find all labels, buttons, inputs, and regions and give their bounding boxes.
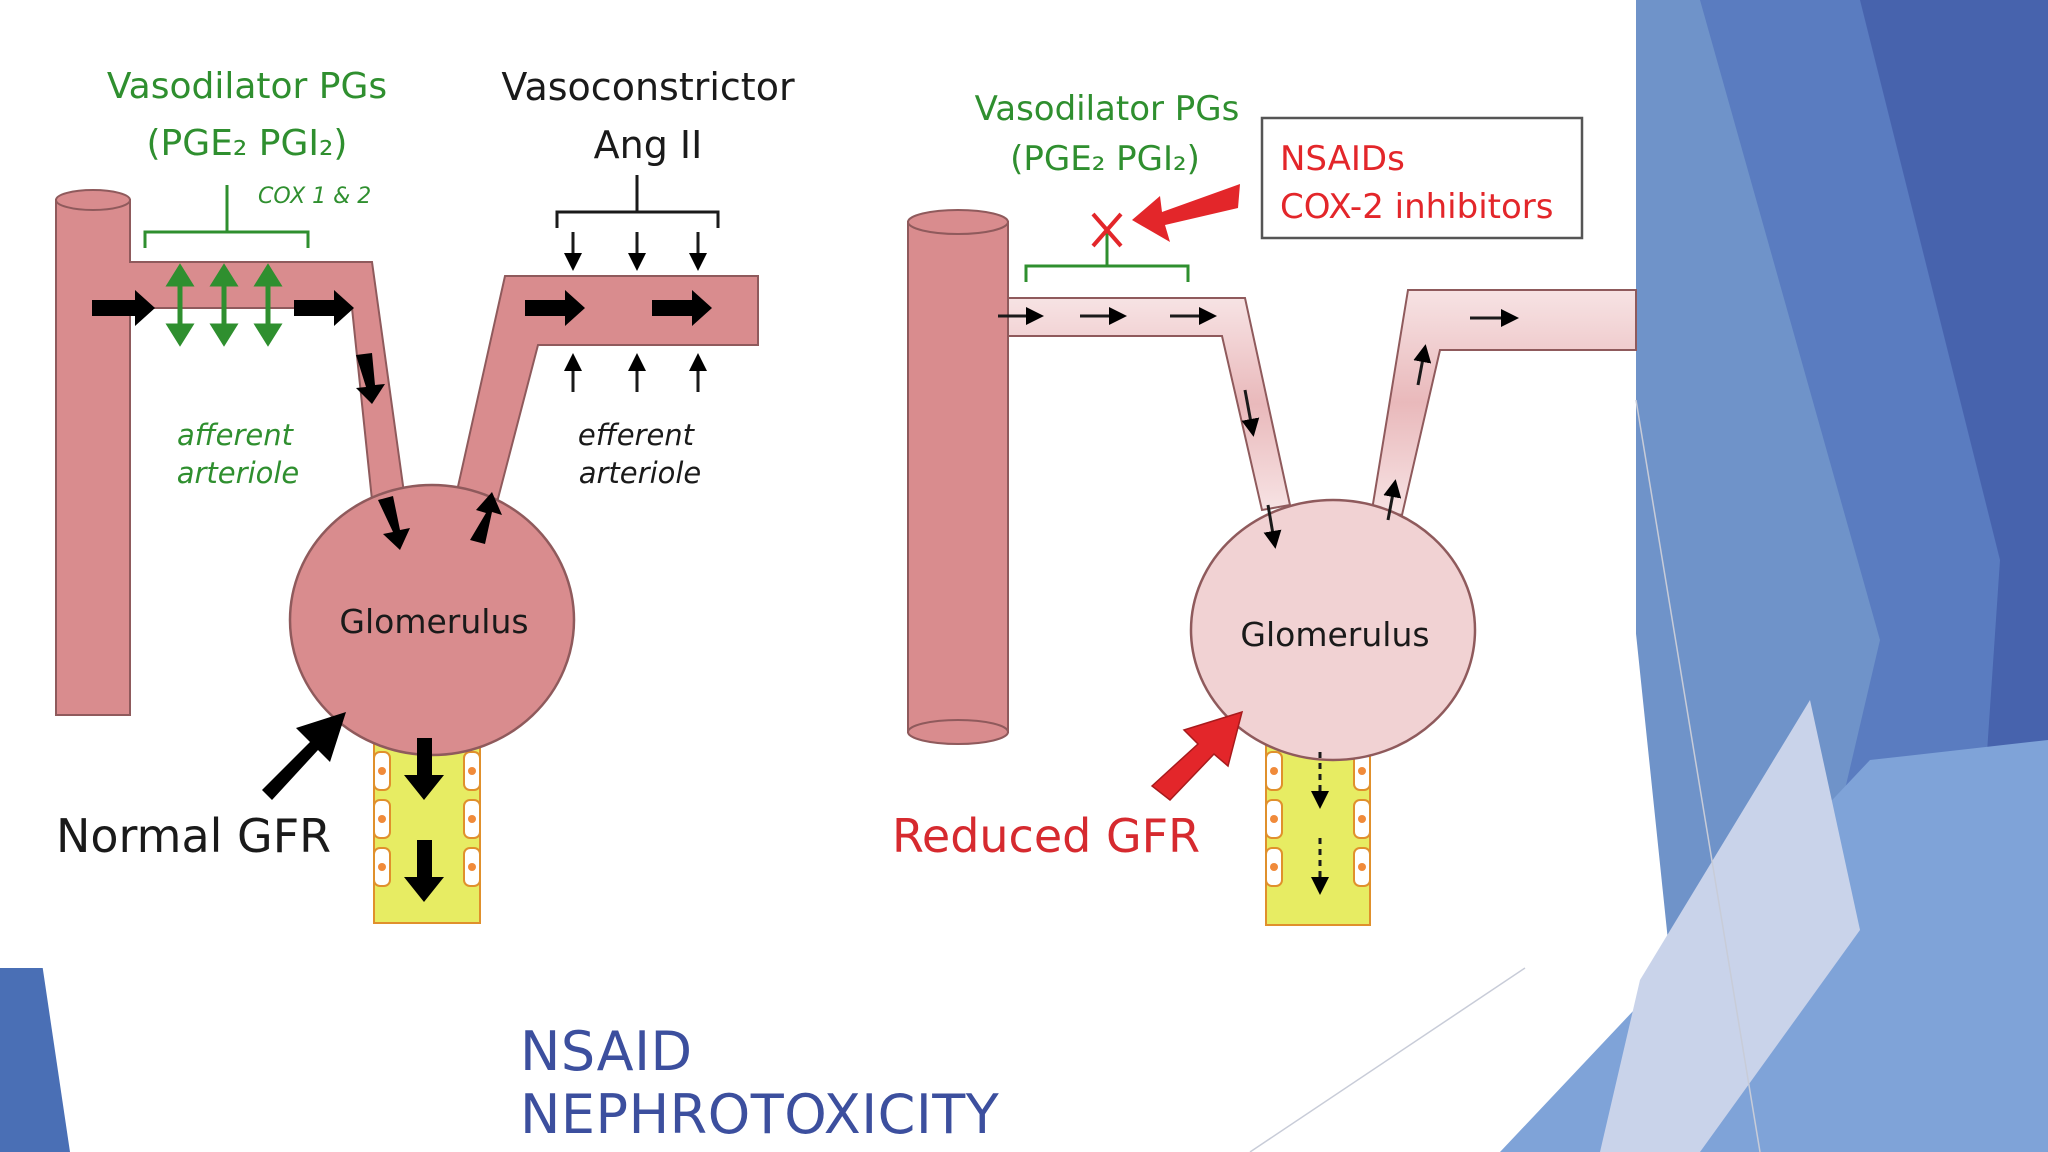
flow-arrow-icon	[525, 290, 585, 326]
right-artery-bottom	[907, 719, 1009, 745]
bottom-right-shape-pale	[1600, 700, 1860, 1152]
flow-arrow-icon	[378, 496, 410, 550]
cox2-label: COX-2 inhibitors	[1280, 187, 1553, 227]
left-pg-bracket	[143, 185, 310, 248]
left-pg-formula: (PGE₂ PGI₂)	[147, 123, 348, 164]
flow-arrow-icon	[294, 290, 354, 326]
left-cox-label: COX 1 & 2	[258, 184, 371, 209]
left-efferent-label-2: arteriole	[579, 456, 702, 490]
left-glomerulus-label: Glomerulus	[339, 602, 528, 641]
left-gfr-arrow-icon	[262, 712, 346, 800]
left-afferent-label-1: afferent	[177, 418, 295, 452]
right-glomerulus-label: Glomerulus	[1240, 615, 1429, 654]
left-vasoconstrictor-label: Vasoconstrictor	[501, 65, 795, 109]
right-gfr-arrow-icon	[1150, 710, 1244, 802]
left-afferent-label-2: arteriole	[177, 456, 300, 490]
right-pg-formula: (PGE₂ PGI₂)	[1010, 139, 1200, 179]
right-gfr-label: Reduced GFR	[892, 809, 1200, 863]
left-panel: Glomerulus Vasodilator PGs (PGE₂ PGI₂) C…	[55, 65, 795, 924]
slide-title: NSAID NEPHROTOXICITY	[520, 1020, 1000, 1146]
nsaid-box	[1260, 116, 1584, 240]
nsaid-arrow-icon	[1132, 184, 1240, 242]
left-flow-arrows	[92, 290, 712, 902]
left-green-arrows	[165, 263, 283, 347]
left-gfr-label: Normal GFR	[56, 809, 331, 863]
right-panel: Glomerulus Vasodilator PGs (PGE₂ PGI₂) N…	[892, 89, 1637, 926]
left-artery-top	[55, 189, 131, 211]
right-pg-bracket	[1024, 228, 1190, 282]
nsaid-label: NSAIDs	[1280, 139, 1405, 179]
right-artery	[907, 221, 1009, 733]
deco-line	[1249, 967, 1526, 1152]
right-glomerulus	[1189, 498, 1477, 762]
right-artery-top	[907, 209, 1009, 235]
left-ang-bracket	[555, 175, 720, 228]
flow-arrow-icon	[470, 492, 502, 544]
block-x-icon	[1091, 212, 1123, 248]
flow-arrow-icon	[404, 738, 444, 800]
flow-arrow-icon	[652, 290, 712, 326]
right-flow-arrows	[998, 307, 1519, 895]
left-ang-label: Ang II	[594, 123, 703, 167]
flow-arrow-icon	[92, 290, 155, 326]
left-efferent-label-1: efferent	[578, 418, 696, 452]
right-vasodilator-label: Vasodilator PGs	[975, 89, 1240, 129]
left-constriction-arrows	[564, 232, 707, 392]
flow-arrow-icon	[404, 840, 444, 902]
deco-line-2	[1635, 399, 1761, 1152]
flow-arrow-icon	[356, 353, 385, 404]
left-vasodilator-label: Vasodilator PGs	[107, 66, 387, 107]
